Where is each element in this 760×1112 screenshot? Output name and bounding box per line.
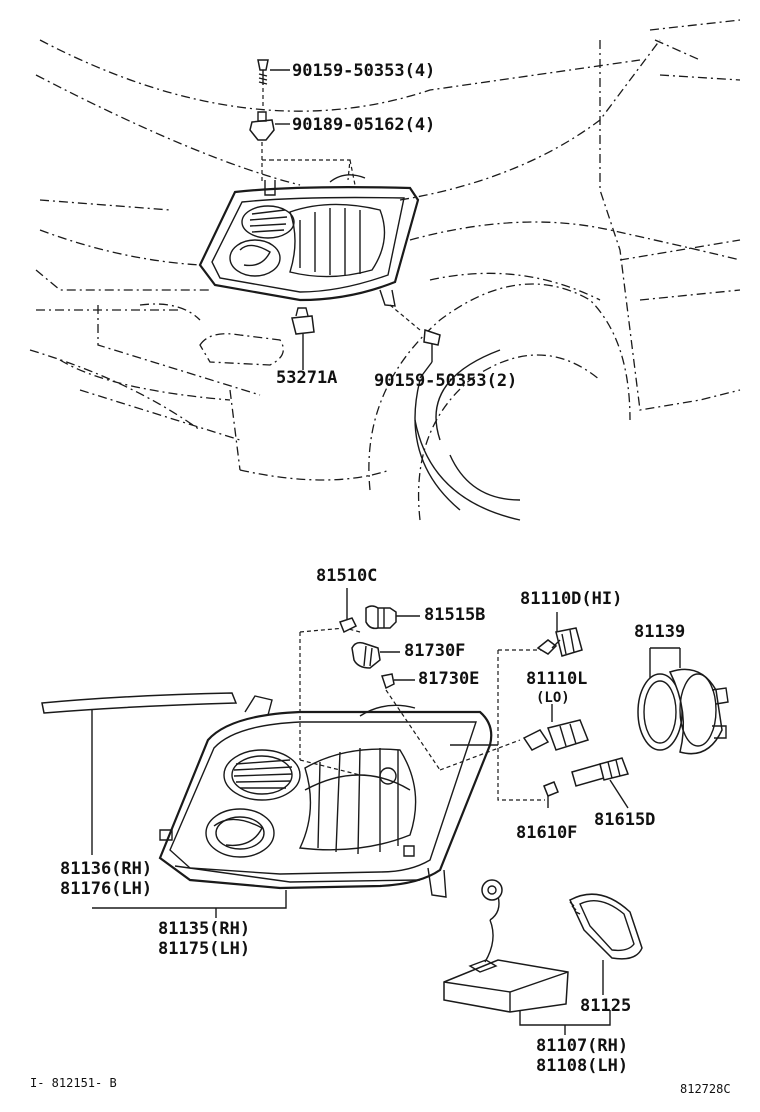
upper-fasteners — [249, 59, 441, 379]
vehicle-front-outline — [29, 19, 741, 521]
label-bulb-position: 81730E — [418, 669, 480, 689]
label-socket-fog: 81615D — [594, 810, 656, 830]
diagram-reference-left: I- 812151- B — [30, 1076, 117, 1090]
label-bulb-side: 81515B — [424, 605, 486, 625]
label-bulb-fog: 81610F — [516, 823, 578, 843]
cover-ring — [637, 668, 729, 755]
label-bulb-lo: 81110L — [526, 669, 588, 689]
installed-headlamp — [198, 174, 420, 307]
label-socket-position: 81730F — [404, 641, 466, 661]
gasket — [569, 893, 643, 960]
label-unit-lh: 81175(LH) — [158, 939, 251, 959]
label-bolt-top: 90159-50353(4) — [292, 61, 436, 81]
headlamp-assembly — [158, 695, 498, 898]
label-lens-lh: 81176(LH) — [60, 879, 153, 899]
diagram-reference-right: 812728C — [680, 1082, 731, 1096]
label-lens-rh: 81136(RH) — [60, 859, 153, 879]
label-gasket: 81125 — [580, 996, 632, 1016]
leader-lines — [92, 588, 681, 1035]
label-ballast-rh: 81107(RH) — [536, 1036, 629, 1056]
label-cover-ring: 81139 — [634, 622, 686, 642]
label-retainer: 53271A — [276, 368, 338, 388]
label-clip-top: 90189-05162(4) — [292, 115, 436, 135]
label-socket-side: 81510C — [316, 566, 378, 586]
bulbs-and-sockets — [339, 605, 629, 797]
lens-strip — [41, 692, 238, 855]
label-ballast-lh: 81108(LH) — [536, 1056, 629, 1076]
label-bulb-lo-note: (LO) — [536, 690, 570, 706]
label-unit-rh: 81135(RH) — [158, 919, 251, 939]
label-bolt-lower: 90159-50353(2) — [374, 371, 518, 391]
label-bulb-hi: 81110D(HI) — [520, 589, 623, 609]
ballast — [443, 879, 569, 1013]
